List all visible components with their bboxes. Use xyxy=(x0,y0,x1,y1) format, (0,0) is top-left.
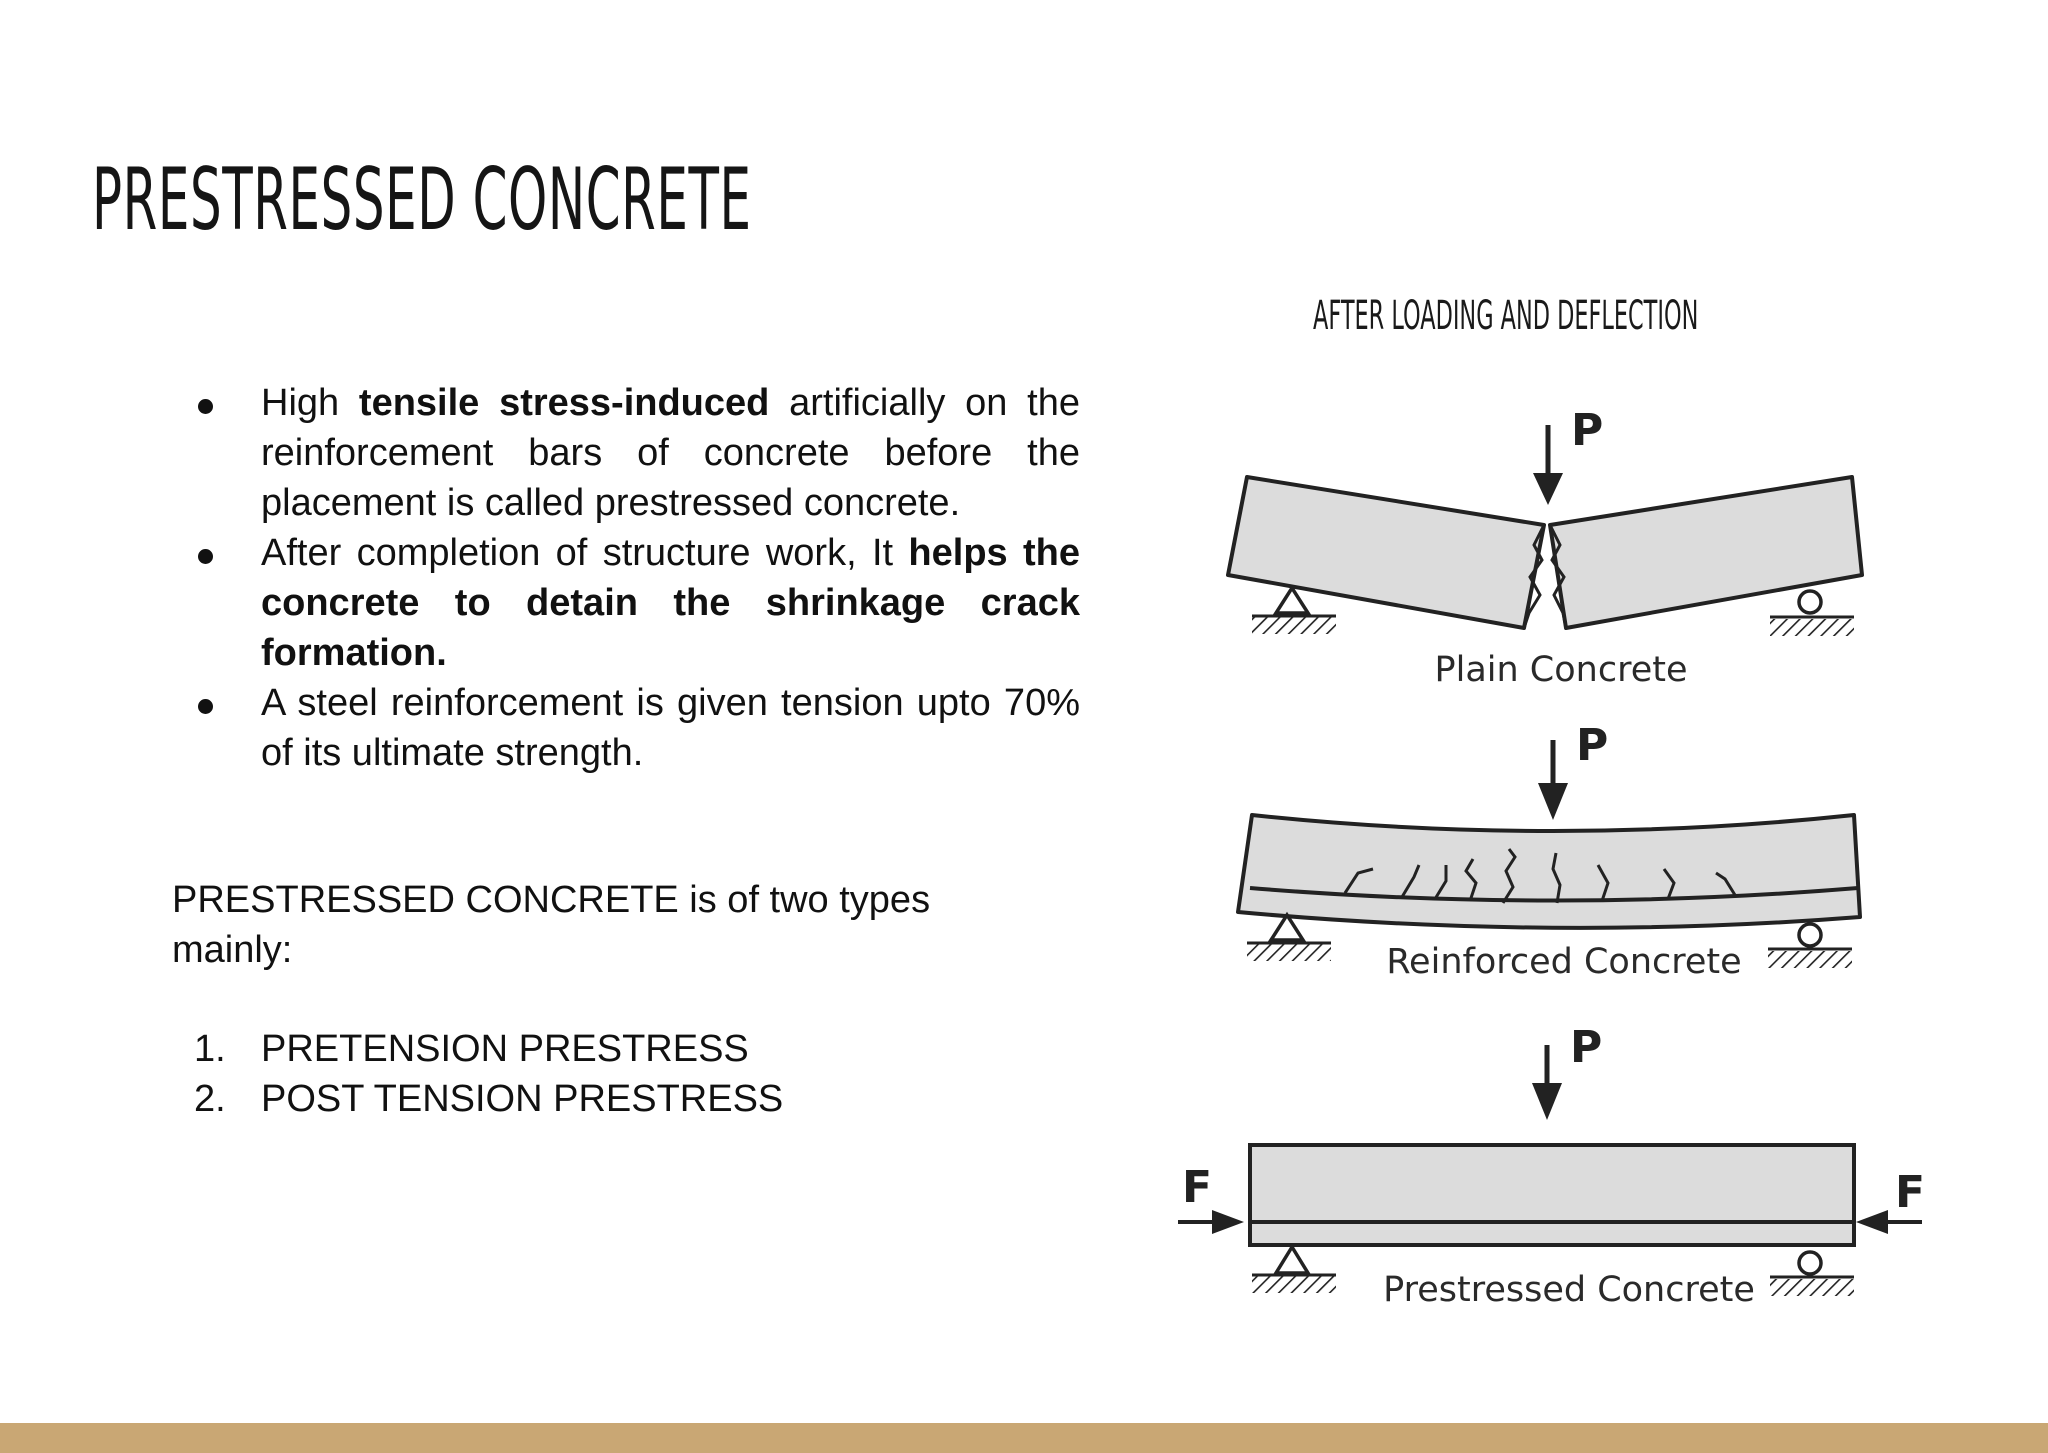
prestressed-beam xyxy=(1248,1143,1856,1247)
pin-support-icon xyxy=(1247,911,1331,961)
types-item-post-tension: 2. POST TENSION PRESTRESS xyxy=(0,1074,783,1124)
bullet-text-bold: tensile stress-induced xyxy=(358,382,770,424)
bullet-dot-icon xyxy=(198,549,213,564)
plain-concrete-panel: P Plain Concrete xyxy=(1226,405,1864,690)
list-label: POST TENSION PRESTRESS xyxy=(261,1078,784,1120)
panel-label: Reinforced Concrete xyxy=(1386,942,1741,982)
bullet-item: After completion of structure work, It h… xyxy=(0,528,1080,678)
beam-comparison-diagram: P Plain Concrete P xyxy=(1178,405,1925,1310)
pin-support-icon xyxy=(1252,584,1336,634)
types-intro: PRESTRESSED CONCRETE is of two types mai… xyxy=(172,879,931,971)
list-number: 1. xyxy=(194,1028,226,1070)
types-item-pretension: 1. PRETENSION PRESTRESS xyxy=(0,1024,783,1074)
prestress-force-arrow-icon xyxy=(1856,1210,1922,1234)
list-label: PRETENSION PRESTRESS xyxy=(261,1028,749,1070)
load-label: P xyxy=(1570,1022,1602,1073)
bullet-text-bold: helps the concrete to detain the shrinka… xyxy=(261,532,1081,674)
reinforced-beam xyxy=(1236,813,1862,930)
prestress-force-arrow-icon xyxy=(1178,1210,1244,1234)
reinforced-concrete-panel: P Reinforced Concrete xyxy=(1236,720,1862,982)
slide-title: PRESTRESSED CONCRETE xyxy=(92,150,752,250)
prestressed-concrete-panel: P F F Prestressed Concrete xyxy=(1178,1022,1925,1310)
bullet-text-segment: A steel reinforcement is given tension u… xyxy=(261,682,1080,774)
bullet-list: High tensile stress-induced artificially… xyxy=(0,378,1080,778)
bullet-dot-icon xyxy=(198,699,213,714)
types-list: 1. PRETENSION PRESTRESS 2. POST TENSION … xyxy=(0,1024,783,1124)
bullet-dot-icon xyxy=(198,399,213,414)
load-label: P xyxy=(1576,720,1608,771)
footer-bar xyxy=(0,1423,2048,1453)
force-label: F xyxy=(1182,1162,1212,1213)
roller-support-icon xyxy=(1770,1250,1854,1296)
plain-beam xyxy=(1226,475,1864,630)
load-arrow-icon xyxy=(1533,425,1563,505)
bullet-text-segment: artificially on the reinforcement bars o… xyxy=(261,382,1080,524)
bullet-text-segment: High xyxy=(261,382,359,424)
list-number: 2. xyxy=(194,1078,226,1120)
load-label: P xyxy=(1571,405,1603,456)
roller-support-icon xyxy=(1770,589,1854,636)
force-label: F xyxy=(1895,1167,1925,1218)
bullet-item: High tensile stress-induced artificially… xyxy=(0,378,1080,528)
panel-label: Prestressed Concrete xyxy=(1383,1270,1755,1310)
load-arrow-icon xyxy=(1532,1045,1562,1120)
pin-support-icon xyxy=(1252,1243,1336,1293)
load-arrow-icon xyxy=(1538,740,1568,820)
panel-label: Plain Concrete xyxy=(1435,650,1688,690)
bullet-item: A steel reinforcement is given tension u… xyxy=(0,678,1080,778)
bullet-text-segment: After completion of structure work, It xyxy=(261,532,909,574)
figure-caption: AFTER LOADING AND DEFLECTION xyxy=(1313,293,1699,339)
roller-support-icon xyxy=(1768,922,1852,968)
